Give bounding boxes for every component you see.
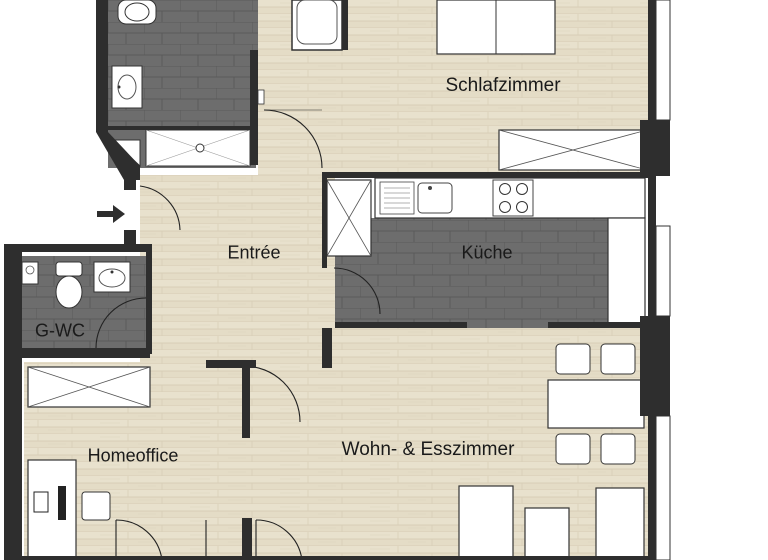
hob xyxy=(492,179,534,217)
kitchen-fixtures xyxy=(326,177,646,327)
entry-arrow-icon xyxy=(97,205,125,223)
bathroom-fixtures xyxy=(110,0,343,168)
room-label-homeoffice: Homeoffice xyxy=(87,445,179,466)
gwc-fixtures xyxy=(21,261,131,309)
dining-table xyxy=(547,379,645,429)
room-label-kueche: Küche xyxy=(461,242,513,263)
office-furniture xyxy=(27,366,151,560)
room-label-schlafzimmer: Schlafzimmer xyxy=(445,75,561,96)
living-furniture xyxy=(458,343,645,560)
bedroom-furniture xyxy=(436,0,648,171)
room-label-wohn-esszimmer: Wohn- & Esszimmer xyxy=(341,439,515,460)
room-label-gwc: G-WC xyxy=(35,320,85,341)
room-label-entree: Entrée xyxy=(227,242,281,263)
walls xyxy=(4,0,671,560)
